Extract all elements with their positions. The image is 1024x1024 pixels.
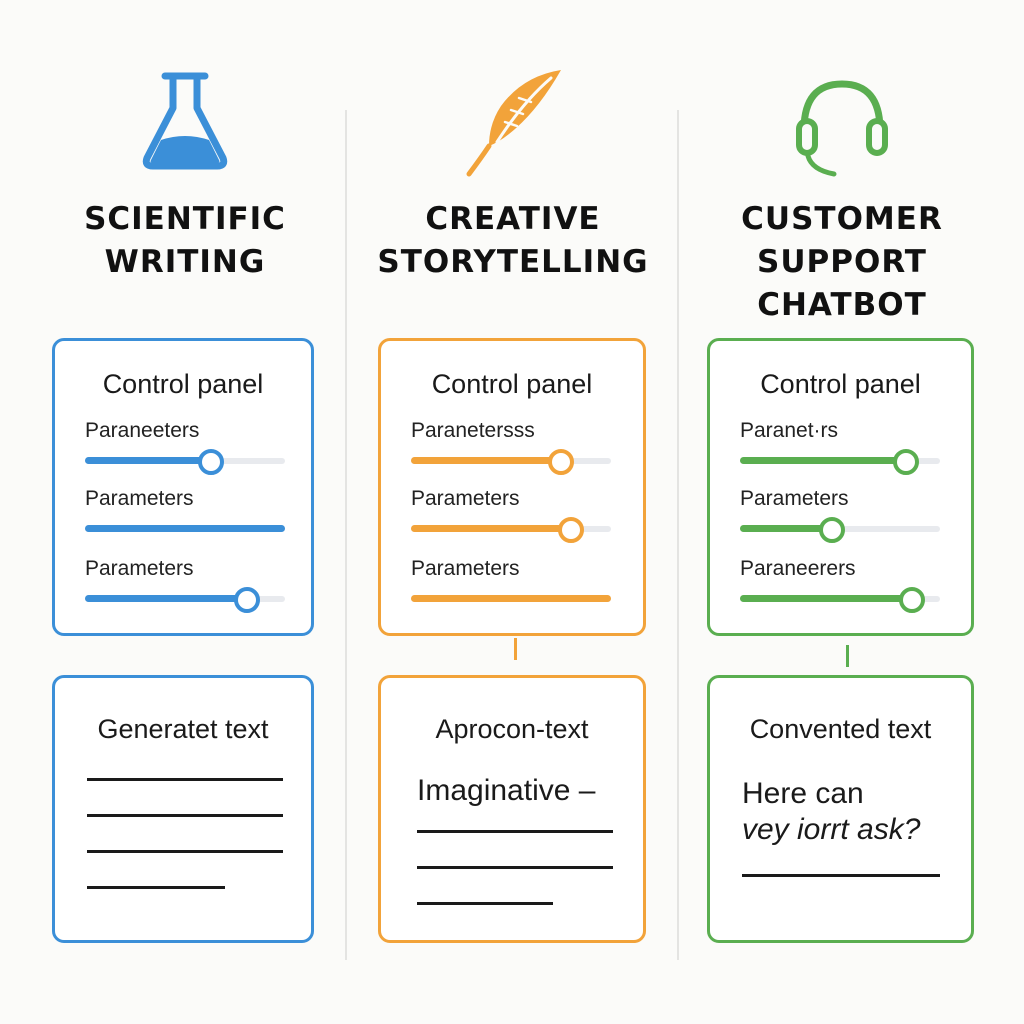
parameter-control: Parameters: [411, 487, 611, 543]
slider-fill: [85, 595, 245, 602]
slider-fill: [740, 457, 904, 464]
slider-thumb[interactable]: [899, 587, 925, 613]
panel-connector: [846, 645, 849, 667]
text-placeholder-line: [87, 814, 283, 817]
parameter-label: Parameters: [85, 557, 194, 580]
parameter-slider[interactable]: [411, 595, 611, 603]
output-panel: Generatet text: [52, 675, 314, 943]
column-title: SCIENTIFIC WRITING: [20, 198, 350, 284]
parameter-slider[interactable]: [740, 517, 940, 543]
slider-fill: [85, 457, 209, 464]
column-title: CUSTOMER SUPPORT CHATBOT: [677, 198, 1007, 327]
control-panel-title: Control panel: [102, 369, 264, 399]
parameter-control: Parameters: [85, 557, 285, 613]
panel-connector: [514, 638, 517, 660]
title-line: SUPPORT: [757, 244, 927, 280]
parameter-label: Parameters: [411, 557, 520, 580]
parameter-control: Paraneeters: [85, 419, 285, 475]
parameter-control: Parameters: [85, 487, 285, 533]
control-panel: Control panel Paranet·rs Parameters Para…: [707, 338, 974, 636]
flask-icon-wrap: [20, 62, 350, 182]
output-title: Convented text: [749, 714, 932, 744]
parameter-control: Parameters: [411, 557, 611, 603]
flask-icon: [142, 72, 228, 170]
parameter-control: Paranetersss: [411, 419, 611, 475]
title-line: CREATIVE: [425, 201, 601, 237]
parameter-slider[interactable]: [85, 525, 285, 533]
feather-quill-icon: [466, 70, 561, 177]
slider-thumb[interactable]: [198, 449, 224, 475]
parameter-label: Parameters: [85, 487, 194, 510]
title-line: SCIENTIFIC: [84, 201, 286, 237]
output-panel: Convented text Here can vey iorrt ask?: [707, 675, 974, 943]
headset-icon: [796, 80, 888, 177]
column-customer-support-chatbot: CUSTOMER SUPPORT CHATBOT Control panel P…: [677, 0, 1007, 1024]
slider-fill: [411, 457, 559, 464]
output-panel: Aprocon-text Imaginative –: [378, 675, 646, 943]
title-line: STORYTELLING: [377, 244, 649, 280]
slider-fill: [740, 525, 830, 532]
control-panel-title: Control panel: [760, 369, 921, 399]
parameter-slider[interactable]: [411, 517, 611, 543]
output-text: Imaginative –: [417, 774, 596, 807]
output-title: Generatet text: [97, 714, 269, 744]
slider-fill: [411, 595, 611, 602]
text-placeholder-line: [417, 902, 553, 905]
slider-thumb[interactable]: [234, 587, 260, 613]
control-panel: Control panel Paraneeters Parameters Par…: [52, 338, 314, 636]
slider-thumb[interactable]: [558, 517, 584, 543]
text-placeholder-line: [87, 778, 283, 781]
control-panel-title: Control panel: [431, 369, 593, 399]
column-divider: [677, 110, 679, 960]
text-placeholder-line: [87, 850, 283, 853]
parameter-control: Parameters: [740, 487, 940, 543]
slider-thumb[interactable]: [819, 517, 845, 543]
headset-icon-wrap: [677, 62, 1007, 182]
output-text: vey iorrt ask?: [742, 813, 921, 846]
output-text: Here can: [742, 777, 864, 810]
parameter-control: Paraneerers: [740, 557, 940, 613]
slider-fill: [85, 525, 285, 532]
parameter-slider[interactable]: [411, 449, 611, 475]
parameter-label: Paranet·rs: [740, 419, 839, 442]
slider-fill: [740, 595, 910, 602]
parameter-label: Parameters: [411, 487, 520, 510]
column-creative-storytelling: CREATIVE STORYTELLING Control panel Para…: [348, 0, 678, 1024]
slider-fill: [411, 525, 569, 532]
column-title: CREATIVE STORYTELLING: [348, 198, 678, 284]
control-panel: Control panel Paranetersss Parameters Pa…: [378, 338, 646, 636]
output-title: Aprocon-text: [435, 714, 589, 744]
parameter-label: Paraneeters: [85, 419, 200, 442]
column-divider: [345, 110, 347, 960]
title-line: CHATBOT: [757, 287, 927, 323]
text-placeholder-line: [87, 886, 225, 889]
parameter-slider[interactable]: [85, 587, 285, 613]
title-line: CUSTOMER: [741, 201, 943, 237]
parameter-slider[interactable]: [85, 449, 285, 475]
text-placeholder-line: [417, 830, 613, 833]
parameter-label: Paranetersss: [411, 419, 535, 442]
text-placeholder-line: [417, 866, 613, 869]
feather-icon-wrap: [348, 62, 678, 182]
parameter-slider[interactable]: [740, 449, 940, 475]
parameter-control: Paranet·rs: [740, 419, 940, 475]
column-scientific-writing: SCIENTIFIC WRITING Control panel Paranee…: [20, 0, 350, 1024]
parameter-label: Parameters: [740, 487, 849, 510]
slider-thumb[interactable]: [893, 449, 919, 475]
title-line: WRITING: [104, 244, 266, 280]
slider-thumb[interactable]: [548, 449, 574, 475]
parameter-slider[interactable]: [740, 587, 940, 613]
parameter-label: Paraneerers: [740, 557, 856, 580]
text-placeholder-line: [742, 874, 940, 877]
